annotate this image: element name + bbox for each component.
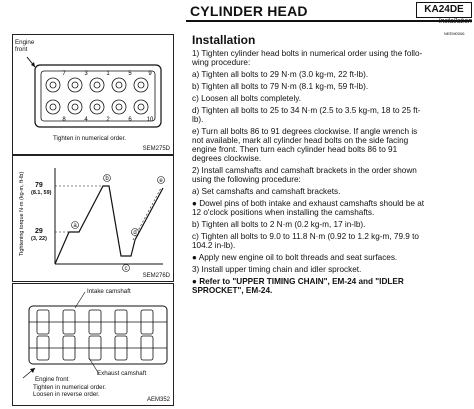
bolt-number: 9 bbox=[148, 71, 152, 77]
bolt-number: 8 bbox=[62, 117, 66, 123]
camshaft-diagram bbox=[22, 291, 168, 379]
section-label: Installation bbox=[438, 18, 472, 25]
instruction-line: e) Turn all bolts 86 to 91 degrees clock… bbox=[192, 127, 418, 136]
point-label: a bbox=[73, 223, 77, 229]
bolt-number: 2 bbox=[106, 117, 110, 123]
instruction-line: 104.2 in-lb). bbox=[192, 241, 236, 250]
instruction-line: degrees clockwise. bbox=[192, 154, 262, 163]
figure-torque-graph: a b c d e Tightening torque N·m (kg-m, f… bbox=[12, 155, 174, 282]
bolt-number: 7 bbox=[62, 71, 66, 77]
bolt-number: 1 bbox=[106, 71, 110, 77]
instruction-line: lb). bbox=[192, 115, 204, 124]
bolt-number: 3 bbox=[84, 71, 88, 77]
figure-bolt-order: 7 3 1 5 9 8 4 2 6 10 Engine front Tighte… bbox=[12, 34, 174, 155]
instruction-line: not available, mark all cylinder head bo… bbox=[192, 136, 409, 145]
instruction-line: b) Tighten all bolts to 2 N·m (0.2 kg-m,… bbox=[192, 220, 366, 229]
tick-29-sub: (3, 22) bbox=[31, 236, 47, 242]
engine-code-badge: KA24DE bbox=[416, 2, 472, 18]
instruction-line: using the following procedure: bbox=[192, 175, 301, 184]
instruction-line: engine front. Then turn each cylinder he… bbox=[192, 145, 398, 154]
caption-line-1: Tighten in numerical order. bbox=[33, 384, 107, 391]
engine-front-label-2: front bbox=[15, 46, 28, 53]
instruction-line: 3) Install upper timing chain and idler … bbox=[192, 265, 362, 274]
instruction-line: d) Tighten all bolts to 25 to 34 N·m (2.… bbox=[192, 106, 421, 115]
cylinder-head-diagram: 7 3 1 5 9 8 4 2 6 10 bbox=[26, 56, 162, 128]
doc-code: NEEM0006 bbox=[444, 31, 465, 36]
instruction-line: c) Loosen all bolts completely. bbox=[192, 94, 302, 103]
figure-id: SEM275D bbox=[142, 146, 170, 152]
instruction-line: 2) Install camshafts and camshaft bracke… bbox=[192, 166, 417, 175]
engine-front-label: Engine front bbox=[35, 376, 69, 383]
point-label: d bbox=[133, 230, 136, 236]
instruction-line: SPROCKET", EM-24. bbox=[192, 286, 273, 295]
instruction-line: b) Tighten all bolts to 79 N·m (8.1 kg-m… bbox=[192, 82, 369, 91]
caption-line-2: Loosen in reverse order. bbox=[33, 391, 100, 398]
header-rule bbox=[186, 20, 472, 22]
tick-79: 79 bbox=[35, 182, 43, 189]
figure-caption: Tighten in numerical order. bbox=[53, 135, 127, 142]
bolt-number: 6 bbox=[128, 117, 132, 123]
tick-79-sub: (8.1, 59) bbox=[31, 190, 52, 196]
instruction-line: wing procedure: bbox=[192, 58, 251, 67]
point-label: c bbox=[125, 266, 128, 272]
instruction-line: a) Set camshafts and camshaft brackets. bbox=[192, 187, 341, 196]
torque-graph: a b c d e Tightening torque N·m (kg-m, f… bbox=[19, 168, 165, 272]
tick-29: 29 bbox=[35, 228, 43, 235]
bolt-number: 10 bbox=[147, 117, 154, 123]
instruction-line: ● Apply new engine oil to bolt threads a… bbox=[192, 253, 398, 262]
y-axis-label: Tightening torque N·m (kg-m, ft-lb) bbox=[19, 172, 25, 256]
exhaust-camshaft-label: Exhaust camshaft bbox=[97, 370, 147, 377]
instruction-line: c) Tighten all bolts to 9.0 to 11.8 N·m … bbox=[192, 232, 419, 241]
instruction-line: ● Refer to "UPPER TIMING CHAIN", EM-24 a… bbox=[192, 277, 404, 286]
figure-camshaft-order: Intake camshaft Exhaust camshaft Engine … bbox=[12, 283, 174, 406]
instruction-line: ● Dowel pins of both intake and exhaust … bbox=[192, 199, 425, 208]
instruction-line: 12 o'clock positions when installing the… bbox=[192, 208, 375, 217]
section-heading: Installation bbox=[192, 33, 256, 47]
engine-front-label-1: Engine bbox=[15, 39, 35, 46]
figure-id: SEM276D bbox=[142, 273, 170, 279]
instruction-line: 1) Tighten cylinder head bolts in numeri… bbox=[192, 49, 423, 58]
intake-camshaft-label: Intake camshaft bbox=[87, 288, 131, 295]
page-title: CYLINDER HEAD bbox=[190, 3, 308, 19]
point-label: e bbox=[159, 178, 163, 184]
bolt-number: 5 bbox=[128, 71, 132, 77]
point-label: b bbox=[105, 176, 109, 182]
figure-id: AEM352 bbox=[146, 397, 170, 403]
instruction-line: a) Tighten all bolts to 29 N·m (3.0 kg-m… bbox=[192, 70, 369, 79]
bolt-number: 4 bbox=[84, 117, 88, 123]
